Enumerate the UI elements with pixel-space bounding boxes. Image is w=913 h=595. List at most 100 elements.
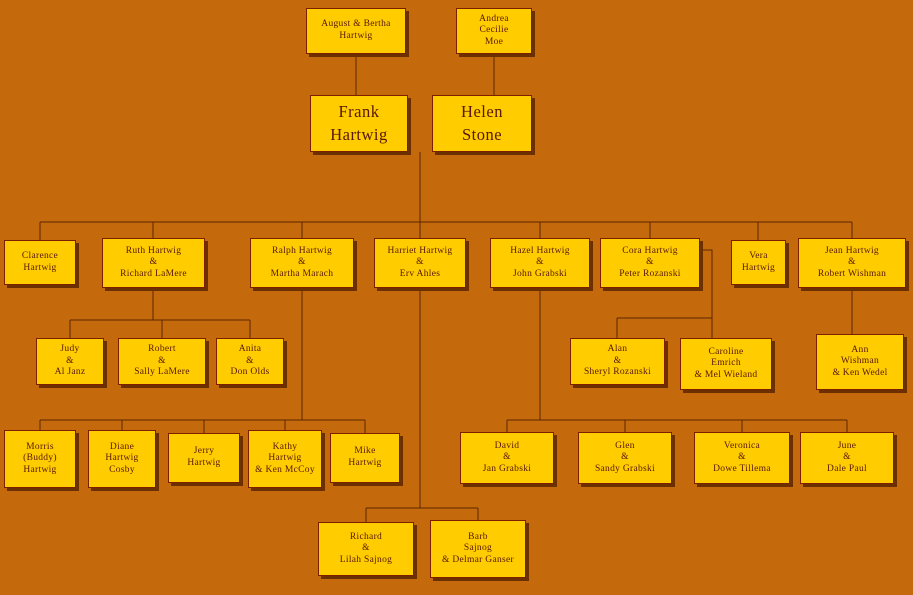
tree-node-label-line: & (362, 543, 370, 554)
tree-node-label-line: David (494, 440, 520, 451)
tree-node-label-line: Hartwig (741, 262, 776, 273)
tree-node-label-line: & (843, 452, 851, 463)
tree-node-label-line: Harriet Hartwig (387, 245, 453, 256)
tree-node-label-line: Glen (615, 440, 635, 451)
tree-node-label-line: & (621, 452, 629, 463)
tree-node-label-line: Hartwig (330, 124, 388, 144)
tree-node-label-line: Dowe Tillema (713, 463, 771, 474)
tree-node-robert-sally-lamere: Robert&Sally LaMere (118, 338, 206, 385)
tree-node-label-line: Peter Rozanski (619, 268, 681, 279)
tree-node-label-line: Veronica (723, 440, 761, 451)
tree-node-label-line: Lilah Sajnog (339, 554, 393, 565)
tree-node-label-line: & (158, 355, 166, 366)
tree-node-ruth-hartwig-richard-lamere: Ruth Hartwig&Richard LaMere (102, 238, 205, 288)
tree-node-label-line: Hartwig (23, 262, 57, 273)
tree-node-label-line: & (416, 257, 424, 268)
tree-node-glen-sandy-grabski: Glen&Sandy Grabski (578, 432, 672, 484)
tree-node-label-line: Sajnog (463, 543, 493, 554)
tree-node-label-line: Al Janz (54, 367, 86, 378)
tree-node-jean-hartwig-robert-wishman: Jean Hartwig&Robert Wishman (798, 238, 906, 288)
tree-node-label-line: Cosby (109, 464, 135, 475)
tree-node-label-line: & (646, 257, 654, 268)
tree-node-label-line: Ann (851, 344, 869, 355)
tree-node-david-jan-grabski: David&Jan Grabski (460, 432, 554, 484)
tree-node-label-line: Vera (749, 250, 768, 261)
tree-node-label-line: Robert Wishman (817, 268, 887, 279)
tree-node-label-line: Robert (148, 344, 176, 355)
tree-node-label-line: Sheryl Rozanski (583, 367, 652, 378)
tree-node-label-line: & (246, 355, 254, 366)
tree-node-label-line: Martha Marach (270, 268, 334, 279)
tree-node-label-line: Judy (60, 344, 80, 355)
tree-node-richard-lilah-sajnog: Richard&Lilah Sajnog (318, 522, 414, 576)
tree-node-ralph-hartwig-martha-marach: Ralph Hartwig&Martha Marach (250, 238, 354, 288)
tree-node-label-line: Frank (338, 102, 380, 122)
tree-node-label-line: Morris (26, 441, 54, 452)
tree-node-anita-don-olds: Anita&Don Olds (216, 338, 284, 385)
tree-node-hazel-hartwig-john-grabski: Hazel Hartwig&John Grabski (490, 238, 590, 288)
tree-node-label-line: Cecilie (479, 25, 509, 36)
tree-node-label-line: Andrea (479, 13, 509, 24)
tree-node-label-line: June (837, 440, 857, 451)
tree-node-label-line: & (613, 355, 622, 366)
tree-node-label-line: Richard (349, 531, 383, 542)
tree-node-veronica-dowe-tillema: Veronica&Dowe Tillema (694, 432, 790, 484)
tree-node-harriet-hartwig-erv-ahles: Harriet Hartwig&Erv Ahles (374, 238, 466, 288)
tree-node-label-line: Helen (461, 102, 503, 122)
tree-node-morris-buddy-hartwig: Morris(Buddy)Hartwig (4, 430, 76, 488)
tree-node-label-line: Hartwig (187, 458, 221, 468)
tree-node-label-line: Richard LaMere (120, 268, 187, 279)
tree-node-label-line: & (298, 257, 306, 268)
tree-node-label-line: Hartwig (348, 458, 382, 468)
tree-node-judy-al-janz: Judy&Al Janz (36, 338, 104, 385)
tree-node-label-line: & (536, 257, 544, 268)
tree-node-label-line: August & Bertha (321, 19, 391, 30)
tree-node-label-line: & (149, 257, 158, 268)
tree-node-label-line: & Ken McCoy (255, 464, 315, 475)
tree-node-label-line: Hartwig (268, 453, 302, 464)
tree-node-label-line: & (848, 257, 856, 268)
tree-node-label-line: Hartwig (105, 453, 139, 464)
tree-node-label-line: & Delmar Ganser (441, 554, 515, 565)
tree-node-label-line: Cora Hartwig (622, 245, 678, 256)
tree-node-label-line: Don Olds (230, 367, 270, 378)
tree-node-label-line: Sandy Grabski (594, 463, 656, 474)
tree-node-alan-sheryl-rozanski: Alan&Sheryl Rozanski (570, 338, 665, 385)
tree-node-label-line: Sally LaMere (134, 367, 190, 378)
tree-node-label-line: Ruth Hartwig (125, 245, 182, 256)
tree-node-label-line: Anita (238, 344, 262, 355)
tree-node-label-line: (Buddy) (23, 453, 57, 464)
tree-node-label-line: Emrich (711, 358, 741, 369)
tree-node-label-line: Stone (461, 124, 503, 144)
tree-node-label-line: Caroline (708, 346, 744, 357)
tree-node-label-line: Ralph Hartwig (271, 245, 333, 256)
tree-node-label-line: Moe (484, 36, 504, 47)
tree-node-label-line: Alan (607, 344, 628, 355)
tree-node-label-line: Jean Hartwig (825, 245, 879, 256)
tree-node-label-line: Mike (354, 446, 376, 457)
tree-node-label-line: Hazel Hartwig (510, 245, 570, 256)
connector-line (700, 249, 713, 318)
tree-node-june-dale-paul: June&Dale Paul (800, 432, 894, 484)
tree-node-label-line: Barb (468, 531, 488, 542)
tree-node-label-line: & Ken Wedel (832, 367, 888, 378)
tree-node-label-line: & (738, 452, 746, 463)
tree-node-label-line: John Grabski (513, 268, 567, 279)
tree-node-label-line: & Mel Wieland (694, 369, 758, 380)
tree-node-cora-hartwig-peter-rozanski: Cora Hartwig&Peter Rozanski (600, 238, 700, 288)
tree-node-label-line: Hartwig (23, 464, 57, 475)
tree-node-label-line: Kathy (272, 441, 298, 452)
tree-node-label-line: Erv Ahles (399, 268, 441, 279)
